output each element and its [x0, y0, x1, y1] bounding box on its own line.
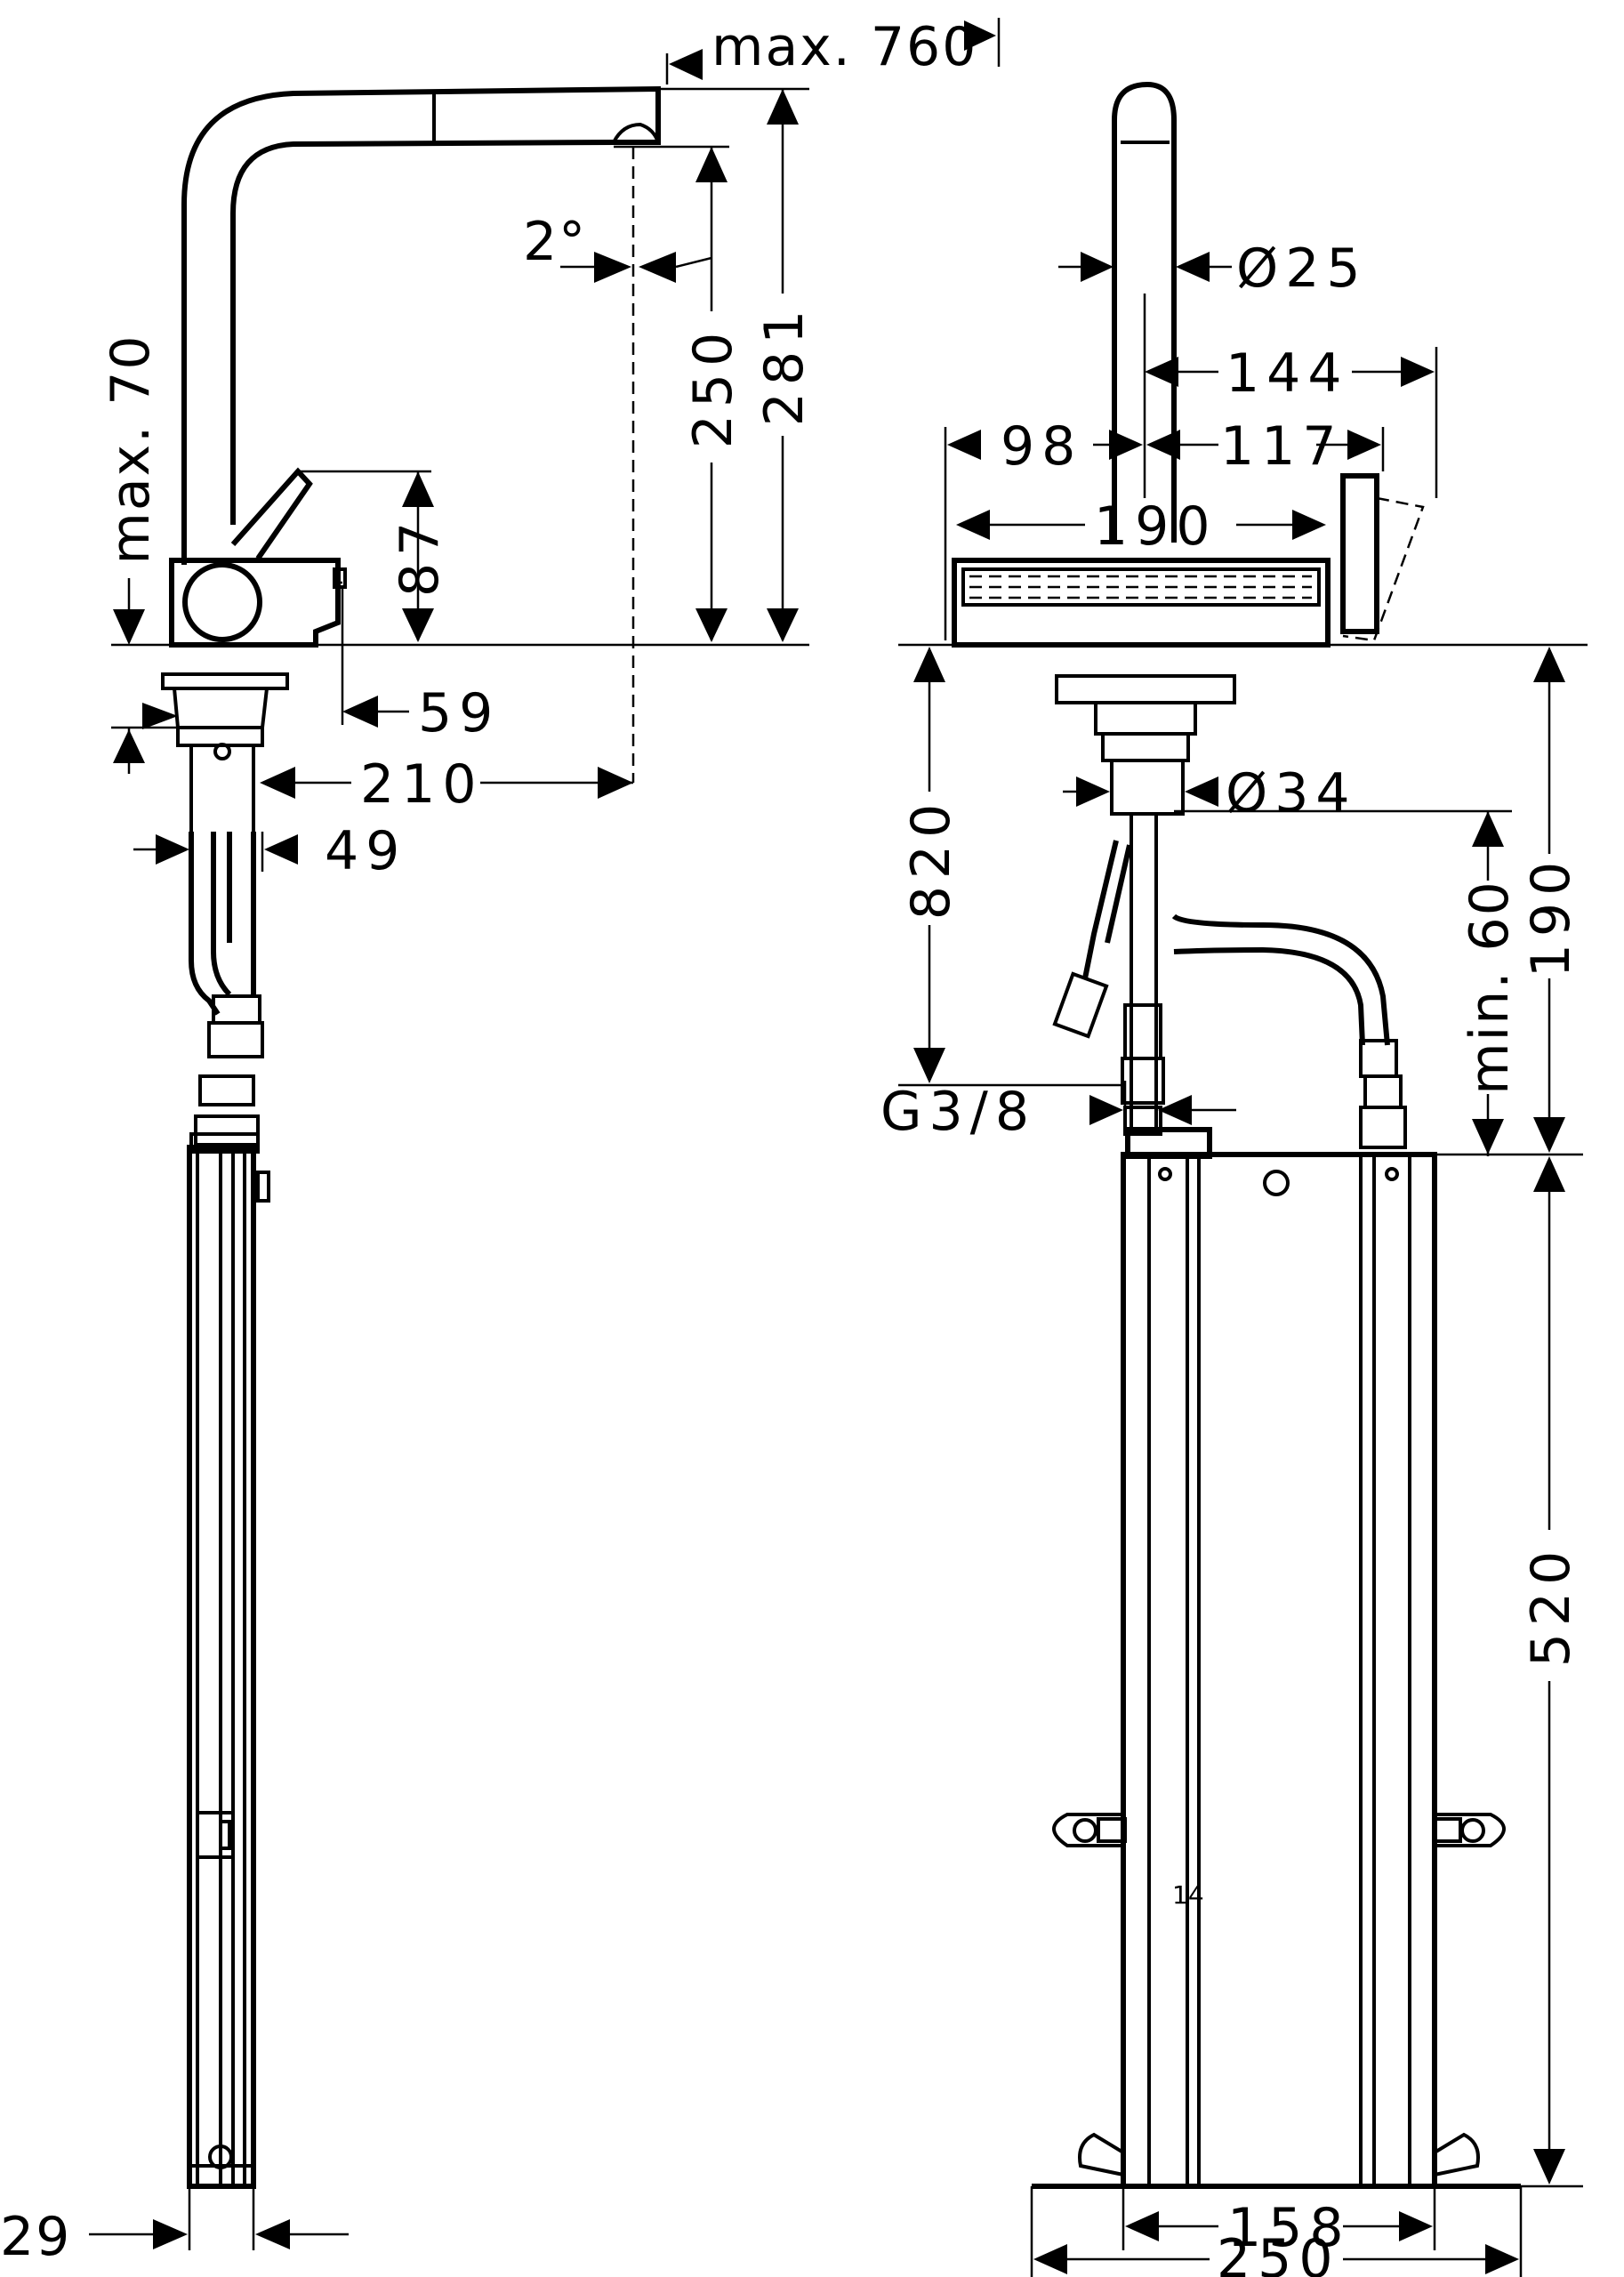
dim-height-250: 250	[682, 326, 744, 449]
dim-box-520: 520	[1520, 1544, 1582, 1668]
dim-lever-87: 87	[389, 515, 451, 597]
mounting-front	[1052, 674, 1236, 1136]
dim-max-reach: max. 760	[712, 16, 977, 78]
sink-slab	[952, 473, 1425, 648]
dim-base-250: 250	[1217, 2228, 1340, 2277]
dim-190-top: 190	[1094, 495, 1218, 558]
dim-98: 98	[1001, 415, 1082, 478]
dim-max-70: max. 70	[100, 334, 162, 564]
front-view: Ø25 144 98 117 190 820 Ø34 min. 60 190 G…	[880, 81, 1588, 2277]
heater-box-side	[187, 1145, 256, 2189]
dim-offset-59: 59	[418, 682, 500, 744]
front-dimension-lines	[898, 252, 1588, 2277]
spout-pipe-front	[1112, 81, 1177, 543]
mixer-body	[169, 467, 347, 648]
base-and-shank	[161, 672, 289, 832]
dim-box-29: 29	[0, 2206, 71, 2268]
dim-117: 117	[1220, 415, 1344, 478]
supply-hoses	[189, 832, 270, 1203]
outlet-pipe	[1171, 913, 1407, 1149]
dim-box-158: 158	[1227, 2197, 1351, 2259]
side-view: max. 760 281 250 2° max. 70 87 59 210 49…	[0, 16, 1001, 2268]
side-dimension-lines	[89, 18, 1001, 2250]
heater-box-front	[1032, 1127, 1521, 2189]
dim-min-60: min. 60	[1459, 880, 1521, 1095]
dim-spout-diameter: Ø25	[1236, 237, 1368, 300]
dim-angle: 2°	[523, 211, 587, 273]
dim-spout-210: 210	[360, 753, 484, 816]
dim-depth-820: 820	[900, 797, 962, 921]
dim-height-281: 281	[753, 303, 816, 427]
dim-shank-diameter: Ø34	[1226, 762, 1357, 825]
dim-144: 144	[1226, 342, 1349, 405]
dim-shank-49: 49	[325, 820, 406, 882]
spout-outline	[181, 85, 661, 783]
box-mark: 14	[1172, 1880, 1204, 1910]
dim-thread: G3/8	[880, 1081, 1036, 1143]
dim-190-side: 190	[1520, 855, 1582, 978]
